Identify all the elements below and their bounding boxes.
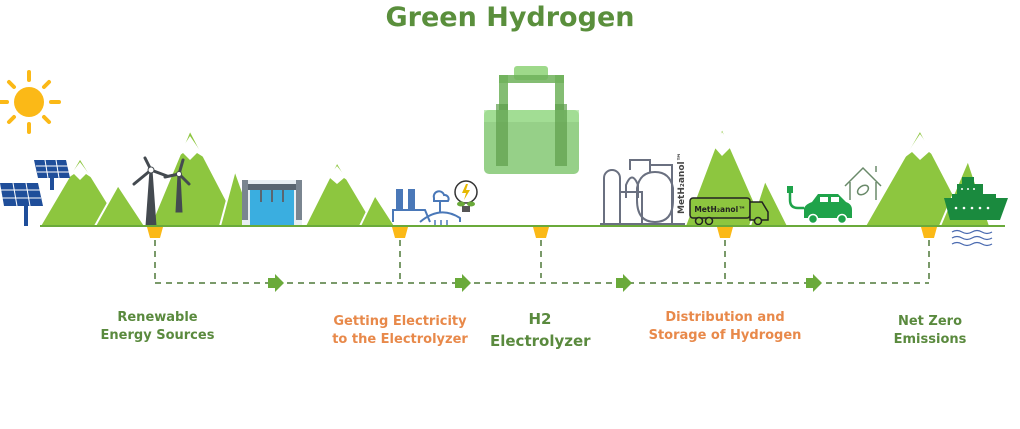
flow-arrows	[268, 274, 822, 292]
ship-icon	[944, 177, 1008, 247]
marker-distribution	[717, 227, 733, 238]
diagram-title: Green Hydrogen	[385, 2, 635, 33]
mountain-snowcaps	[68, 132, 937, 184]
marker-renewable	[147, 227, 163, 238]
wind-turbine-icon	[132, 156, 191, 227]
chemical-plant-icon	[600, 159, 685, 225]
stage-label-renewable: Renewable Energy Sources	[100, 310, 215, 343]
arrow-icon	[806, 274, 822, 292]
marker-netzero	[921, 227, 937, 238]
arrow-icon	[616, 274, 632, 292]
sun-icon	[0, 70, 61, 134]
arrow-icon	[455, 274, 471, 292]
truck-label: MetH₂anol™	[694, 205, 745, 214]
marker-electricity	[392, 227, 408, 238]
stage-label-distribution: Distribution and Storage of Hydrogen	[648, 310, 802, 343]
lightbulb-icon	[454, 180, 478, 212]
power-plant-icon	[392, 189, 461, 226]
electric-car-icon	[787, 186, 852, 225]
timeline-markers	[147, 227, 937, 238]
stage-label-electricity: Getting Electricity to the Electrolyzer	[332, 314, 468, 347]
dashed-connectors	[154, 240, 930, 284]
solar-panel-icon	[0, 159, 70, 226]
truck-icon	[689, 197, 769, 226]
arrow-icon	[268, 274, 284, 292]
eco-house-icon	[844, 166, 882, 200]
methanol-plant-label: MetH₂anol™	[677, 152, 687, 214]
stage-label-netzero: Net Zero Emissions	[893, 314, 967, 347]
hydro-dam-icon	[242, 180, 302, 226]
electrolyzer-icon	[484, 66, 579, 174]
marker-electrolyzer	[533, 227, 549, 238]
stage-label-electrolyzer: H2 Electrolyzer	[490, 310, 591, 350]
